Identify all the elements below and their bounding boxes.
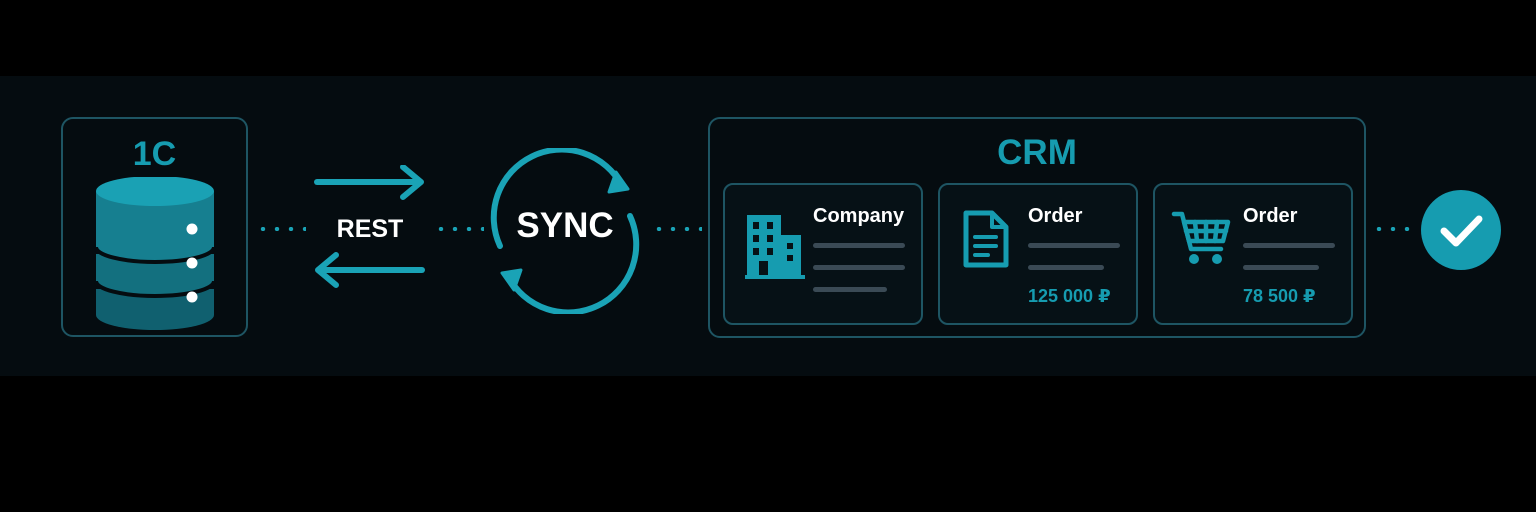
connector-dots-1 [256, 227, 306, 231]
rest-label: REST [336, 215, 404, 243]
order-amount-2: 78 500 ₽ [1243, 286, 1316, 306]
text-line [813, 287, 887, 292]
crm-card-order-1: Order 125 000 ₽ [938, 183, 1138, 325]
text-line [1028, 243, 1120, 248]
checkmark-icon [1421, 190, 1501, 270]
crm-card-company: Company [723, 183, 923, 325]
crm-box: CRM [708, 117, 1366, 338]
database-icon [94, 177, 216, 330]
connector-dots-4 [1372, 227, 1412, 231]
sync-cycle-icon [490, 148, 640, 314]
document-icon [963, 210, 1009, 268]
connector-dots-2 [434, 227, 484, 231]
bidirectional-arrows-icon [314, 165, 425, 288]
card-title-company: Company [813, 205, 905, 227]
order-amount-1: 125 000 ₽ [1028, 286, 1111, 306]
onec-box: 1C [61, 117, 248, 337]
text-line [1028, 265, 1104, 270]
cart-icon [1171, 211, 1231, 264]
crm-title: CRM [997, 133, 1077, 172]
text-line [813, 265, 905, 270]
connector-dots-3 [652, 227, 702, 231]
crm-card-order-2: Order 78 500 ₽ [1153, 183, 1353, 325]
text-line [1243, 243, 1335, 248]
text-line [1243, 265, 1319, 270]
onec-title: 1C [132, 135, 177, 173]
building-icon [745, 215, 805, 279]
sync-label: SYNC [516, 206, 614, 245]
card-title-order-2: Order [1243, 205, 1298, 227]
card-title-order-1: Order [1028, 205, 1083, 227]
text-line [813, 243, 905, 248]
